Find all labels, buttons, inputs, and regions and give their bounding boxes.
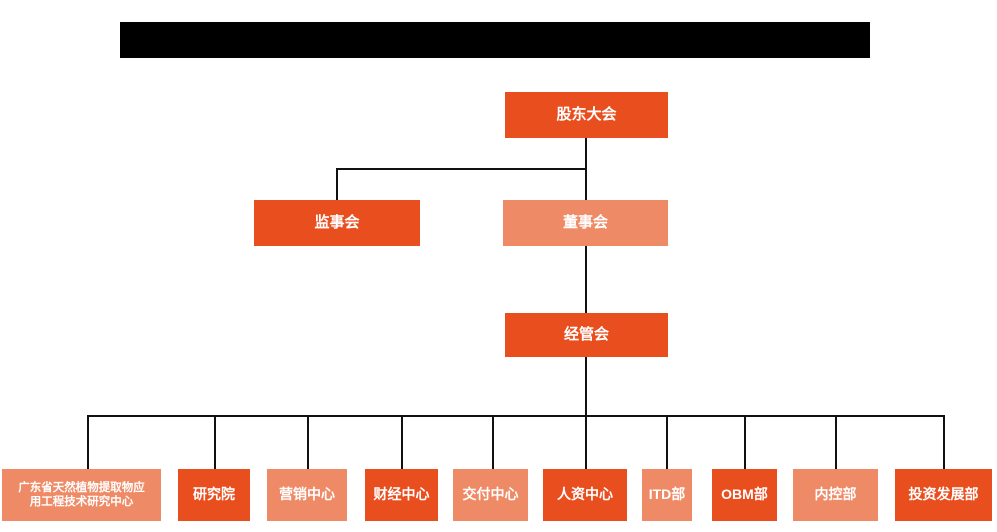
node-dept-finance-center: 财经中心 — [365, 469, 438, 521]
connector-management-down — [585, 357, 587, 417]
node-shareholders-meeting: 股东大会 — [505, 92, 668, 138]
connector-drop-research-institute — [214, 416, 216, 469]
node-dept-delivery-center: 交付中心 — [453, 469, 528, 521]
connector-board-down — [585, 246, 587, 313]
connector-drop-finance — [401, 416, 403, 469]
node-supervisory-board: 监事会 — [254, 200, 420, 246]
connector-drop-marketing — [307, 416, 309, 469]
node-dept-obm: OBM部 — [712, 469, 777, 521]
connector-drop-itd — [666, 416, 668, 469]
node-board-of-directors: 董事会 — [503, 200, 668, 246]
node-dept-research-institute: 研究院 — [178, 469, 250, 521]
node-dept-itd: ITD部 — [642, 469, 692, 521]
connector-drop-research-center — [87, 416, 89, 469]
node-dept-marketing-center: 营销中心 — [267, 469, 347, 521]
node-dept-hr-center: 人资中心 — [543, 469, 627, 521]
redacted-title-bar — [120, 22, 870, 58]
connector-drop-hr — [585, 416, 587, 469]
node-dept-research-center: 广东省天然植物提取物应 用工程技术研究中心 — [2, 469, 161, 521]
node-management-committee: 经管会 — [505, 313, 668, 357]
connector-drop-investment — [943, 416, 945, 469]
connector-supervisory-drop — [336, 168, 338, 200]
connector-drop-delivery — [492, 416, 494, 469]
connector-drop-internal-control — [835, 416, 837, 469]
node-dept-investment-development: 投资发展部 — [895, 469, 992, 521]
node-dept-internal-control: 内控部 — [793, 469, 878, 521]
connector-drop-obm — [744, 416, 746, 469]
connector-branch-horizontal — [336, 168, 587, 170]
connector-distributor — [87, 415, 945, 417]
